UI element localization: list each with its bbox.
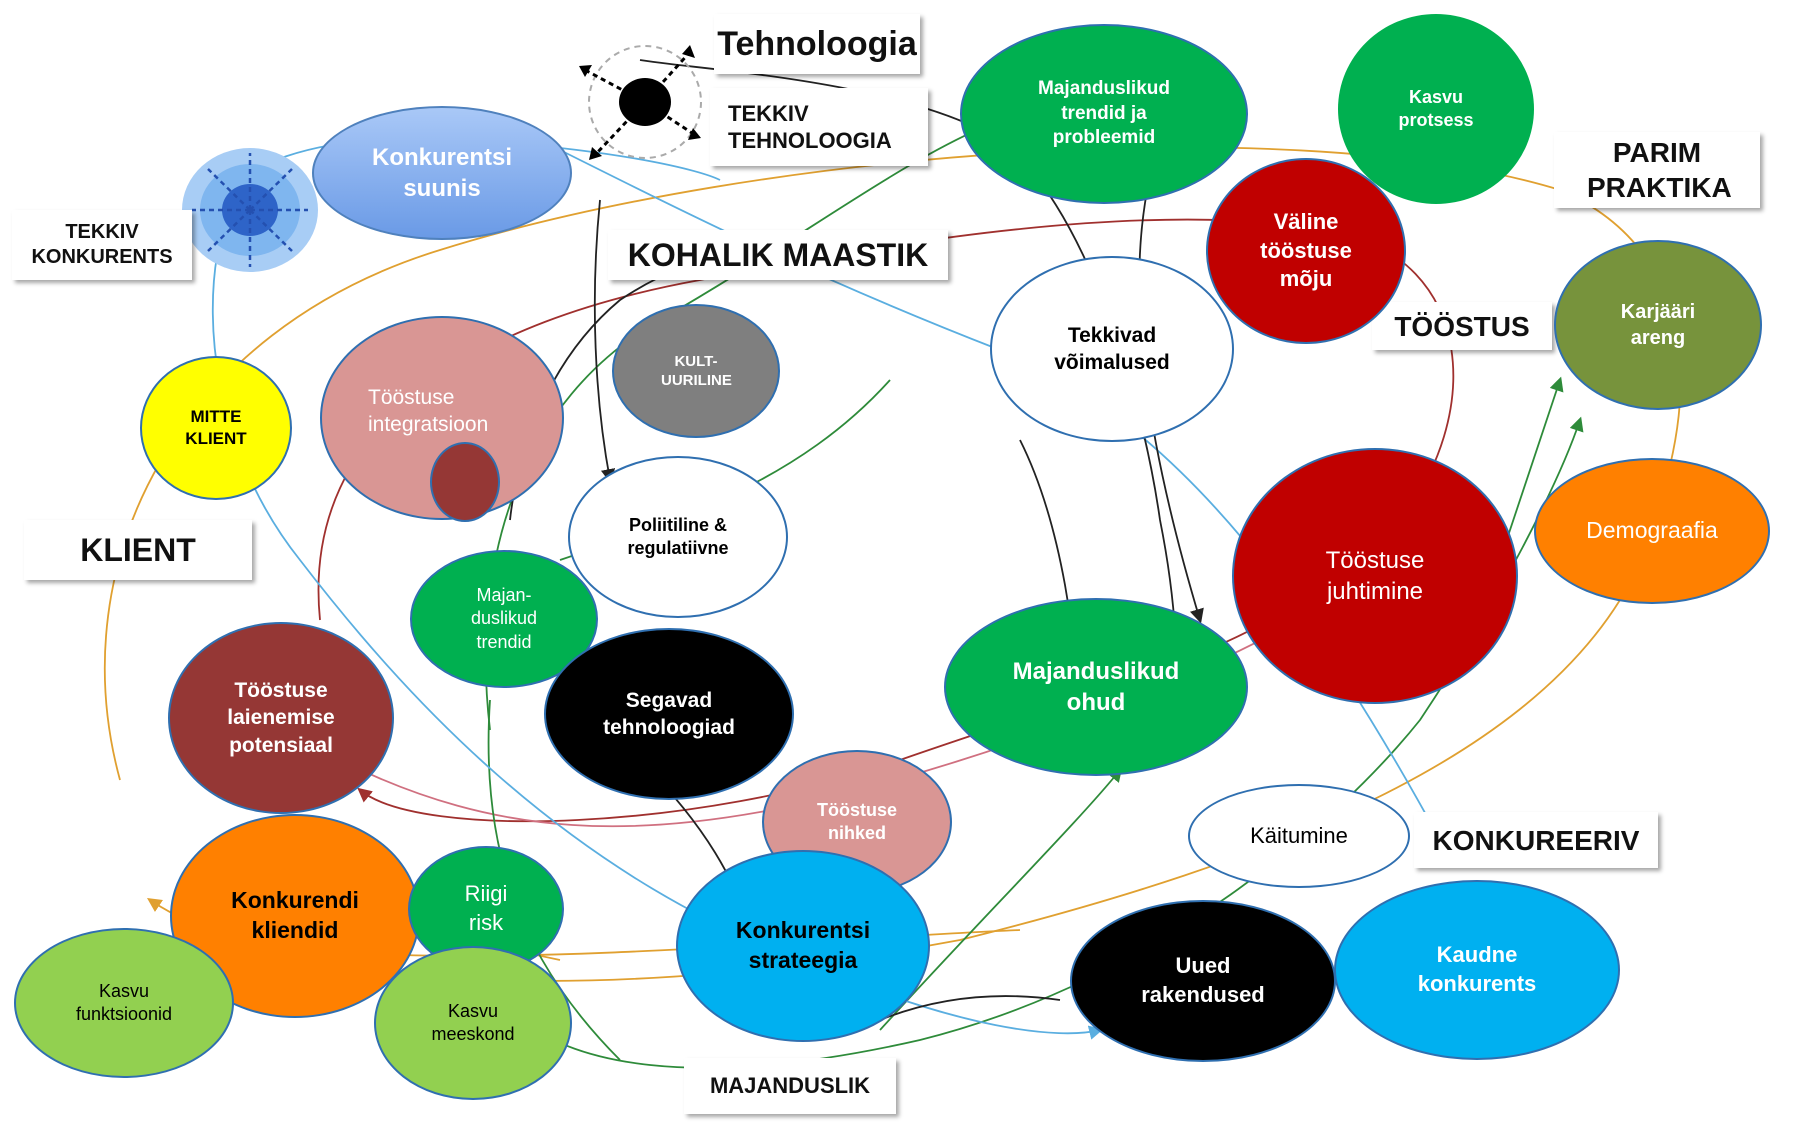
- node-label: Majanduslikud ohud: [1012, 657, 1180, 716]
- label-tekkiv-konkurents: TEKKIV KONKURENTS: [12, 210, 192, 280]
- label-text: KONKUREERIV: [1432, 824, 1640, 856]
- node-majanduslikud-ohud: Majanduslikud ohud: [944, 598, 1248, 776]
- node-label: Poliitiline & regulatiivne: [627, 514, 729, 558]
- node-label: Konkurentsi suunis: [371, 143, 512, 202]
- node-karjaari-areng: Karjääri areng: [1554, 240, 1762, 410]
- label-kohalik-maastik: KOHALIK MAASTIK: [608, 230, 948, 280]
- node-kasvu-protsess: Kasvu protsess: [1338, 14, 1534, 204]
- label-text: TEKKIV KONKURENTS: [31, 221, 173, 268]
- node-label: Tekkivad võimalused: [1054, 323, 1170, 374]
- node-label: Demograafia: [1586, 517, 1718, 544]
- label-text: TÖÖSTUS: [1394, 310, 1530, 342]
- node-kasvu-funktsioonid: Kasvu funktsioonid: [14, 928, 234, 1078]
- node-label: Karjääri areng: [1620, 301, 1696, 349]
- node-valine-toostuse-moju: Väline tööstuse mõju: [1206, 158, 1406, 344]
- label-text: PARIM PRAKTIKA: [1587, 137, 1732, 203]
- node-label: Kasvu funktsioonid: [75, 980, 173, 1024]
- label-text: TEKKIV TEHNOLOOGIA: [728, 100, 892, 154]
- node-label: Segavad tehnoloogiad: [603, 688, 735, 739]
- node-toostuse-juhtimine: Tööstuse juhtimine: [1232, 448, 1518, 704]
- node-label: Konkurendi kliendid: [231, 887, 359, 943]
- label-toostus: TÖÖSTUS: [1372, 302, 1552, 350]
- node-kaudne-konkurents: Kaudne konkurents: [1334, 880, 1620, 1060]
- node-kultuuriline: KULT-UURILINE: [612, 304, 780, 438]
- node-label: Tööstuse laienemise potensiaal: [227, 679, 335, 757]
- node-integration-inner-circle: [430, 442, 500, 522]
- node-majanduslikud-trendid-ja-probleemid: Majanduslikud trendid ja probleemid: [960, 24, 1248, 204]
- node-demograafia: Demograafia: [1534, 458, 1770, 604]
- label-klient: KLIENT: [24, 520, 252, 580]
- node-label: MITTE KLIENT: [185, 406, 247, 448]
- node-label: Käitumine: [1250, 822, 1348, 848]
- node-label: Majan-duslikud trendid: [470, 584, 538, 652]
- node-label: KULT-UURILINE: [661, 352, 732, 390]
- emerging-technology-burst-icon: [579, 45, 702, 160]
- label-text: Tehnoloogia: [717, 24, 917, 63]
- node-uued-rakendused: Uued rakendused: [1070, 900, 1336, 1062]
- node-toostuse-nihked: Tööstuse nihked: [762, 750, 952, 894]
- node-kasvu-meeskond: Kasvu meeskond: [374, 946, 572, 1100]
- node-label: Riigi risk: [464, 881, 508, 935]
- node-label: Väline tööstuse mõju: [1260, 209, 1352, 292]
- node-konkurentsi-suunis: Konkurentsi suunis: [312, 106, 572, 240]
- node-kaitumine: Käitumine: [1188, 784, 1410, 888]
- node-konkurentsi-strateegia: Konkurentsi strateegia: [676, 850, 930, 1042]
- node-label: Kasvu protsess: [1398, 86, 1474, 130]
- node-label: Tööstuse nihked: [816, 799, 897, 843]
- label-text: KLIENT: [80, 532, 196, 568]
- node-label: Majanduslikud trendid ja probleemid: [1038, 77, 1170, 149]
- node-tekkivad-voimalused: Tekkivad võimalused: [990, 256, 1234, 442]
- node-mitte-klient: MITTE KLIENT: [140, 356, 292, 500]
- node-poliitiline-regulatiivne: Poliitiline & regulatiivne: [568, 456, 788, 618]
- node-segavad-tehnoloogiad: Segavad tehnoloogiad: [544, 628, 794, 800]
- node-label: Tööstuse juhtimine: [1325, 546, 1425, 605]
- node-label: Tööstuse integratsioon: [368, 386, 489, 437]
- emerging-competition-burst-icon: [182, 148, 318, 272]
- label-tekkiv-tehnoloogia: TEKKIV TEHNOLOOGIA: [710, 88, 928, 166]
- node-label: Kaudne konkurents: [1417, 942, 1537, 996]
- label-majanduslik: MAJANDUSLIK: [684, 1058, 896, 1114]
- label-text: KOHALIK MAASTIK: [627, 237, 929, 273]
- label-tehnoloogia: Tehnoloogia: [714, 14, 920, 74]
- label-parim-praktika: PARIM PRAKTIKA: [1554, 132, 1760, 208]
- node-label: Uued rakendused: [1141, 953, 1265, 1007]
- node-toostuse-laienemise-potensiaal: Tööstuse laienemise potensiaal: [168, 622, 394, 814]
- node-label: Konkurentsi strateegia: [735, 917, 871, 973]
- label-text: MAJANDUSLIK: [709, 1073, 871, 1099]
- node-label: Kasvu meeskond: [431, 1000, 515, 1044]
- label-konkureeriv: KONKUREERIV: [1414, 812, 1658, 868]
